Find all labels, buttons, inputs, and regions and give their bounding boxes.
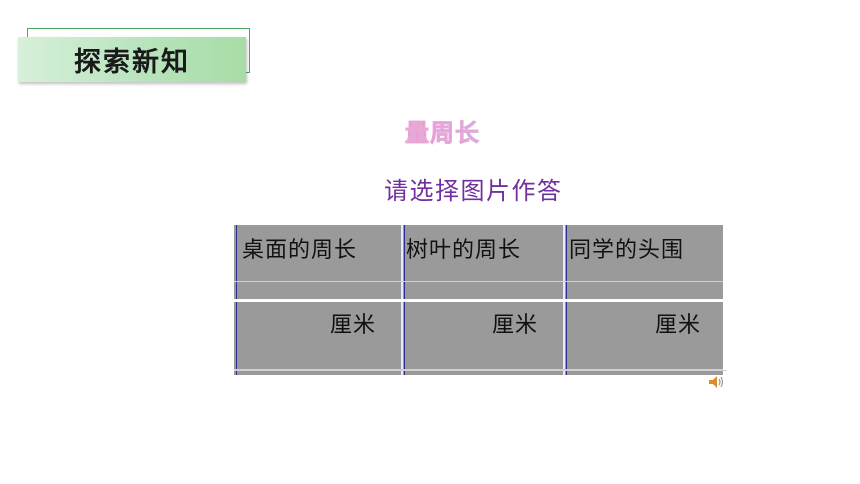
answer-table[interactable] [234, 225, 723, 375]
lesson-heading: 量周长 [405, 113, 505, 148]
table-header-desk: 桌面的周长 [242, 238, 358, 263]
table-underline [234, 370, 727, 371]
table-row-divider [234, 369, 723, 370]
section-badge: 探索新知 [18, 37, 246, 82]
table-unit-leaf: 厘米 [492, 313, 539, 338]
table-row-divider [234, 281, 723, 282]
table-row-divider [234, 299, 723, 302]
table-unit-head: 厘米 [655, 313, 702, 338]
table-unit-desk: 厘米 [330, 313, 377, 338]
table-header-leaf: 树叶的周长 [406, 238, 522, 263]
speaker-icon[interactable] [708, 375, 726, 389]
instruction-text: 请选择图片作答 [384, 177, 563, 205]
section-badge-label: 探索新知 [74, 47, 190, 78]
table-header-head: 同学的头围 [569, 238, 685, 263]
